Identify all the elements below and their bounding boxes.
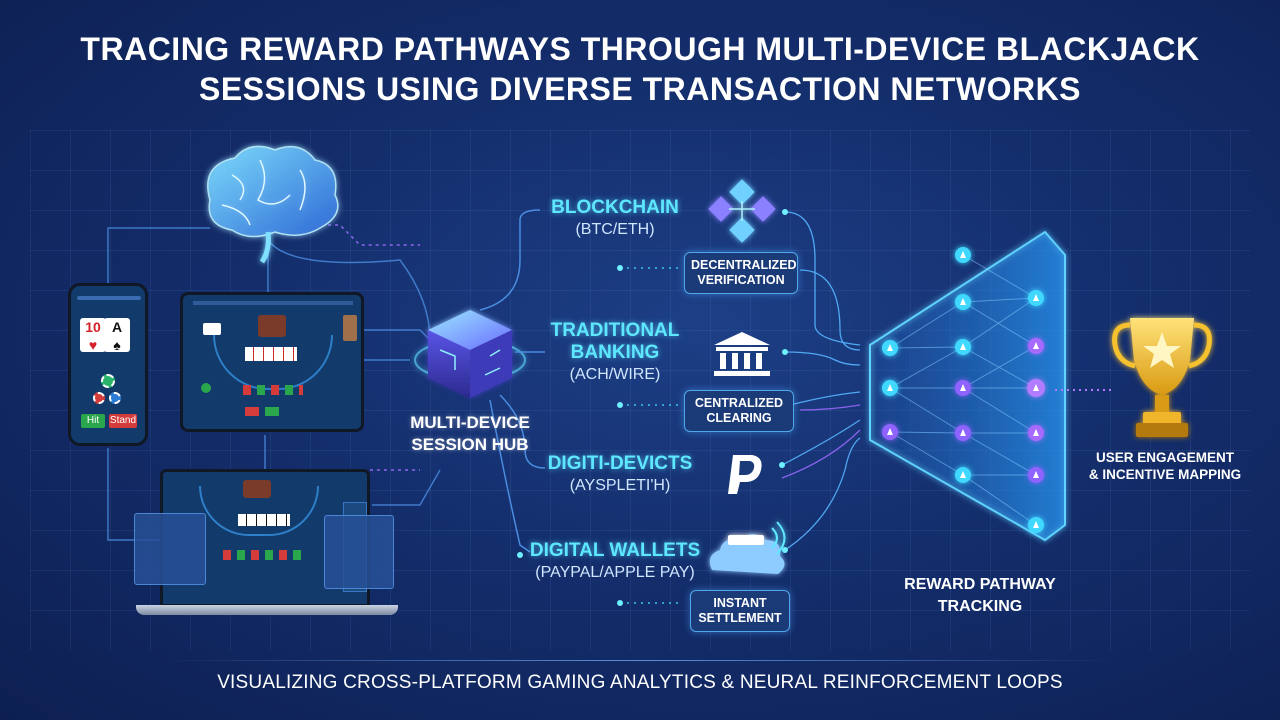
network-blockchain-name: BLOCKCHAIN — [551, 197, 679, 218]
card-ace: A♠ — [104, 318, 130, 353]
tablet-cards — [245, 347, 297, 361]
laptop-chips — [223, 550, 303, 560]
laptop-base — [136, 605, 398, 615]
tablet-toolbar — [193, 301, 353, 305]
smartphone-icon: 10♥ A♠ Hit Stand — [68, 283, 148, 446]
tablet-deck-icon — [203, 323, 221, 335]
bank-icon — [714, 332, 770, 376]
footer-divider — [160, 660, 1120, 661]
card-ten-label: 10 — [85, 319, 101, 335]
session-hub-cube-icon — [414, 310, 526, 398]
pill-decentralized-line2: VERIFICATION — [697, 273, 785, 287]
paypal-icon — [728, 455, 762, 494]
hub-label-line1: MULTI-DEVICE — [410, 413, 530, 432]
footer-caption: VISUALIZING CROSS-PLATFORM GAMING ANALYT… — [217, 672, 1063, 693]
network-banking-name2: BANKING — [570, 342, 660, 363]
network-blockchain-sub: (BTC/ETH) — [575, 221, 655, 238]
network-banking: TRADITIONAL BANKING (ACH/WIRE) — [540, 320, 690, 386]
laptop-cards — [238, 514, 290, 526]
stats-panel-right — [324, 515, 394, 589]
reward-tracking-line2: TRACKING — [937, 598, 1023, 615]
page-title-line1: TRACING REWARD PATHWAYS THROUGH MULTI-DE… — [80, 31, 1200, 67]
trophy-icon — [1112, 318, 1212, 437]
network-banking-name1: TRADITIONAL — [550, 320, 680, 341]
engagement-line1: USER ENGAGEMENT — [1095, 450, 1234, 465]
tablet-chips — [243, 385, 303, 395]
stats-panel-left — [134, 513, 206, 585]
cloud-wallet-icon — [709, 521, 786, 574]
hit-button[interactable]: Hit — [81, 414, 105, 428]
network-digiti-name: DIGITI-DEVICTS — [547, 453, 693, 474]
poker-chip-icon — [201, 383, 211, 393]
engagement-line2: & INCENTIVE MAPPING — [1088, 467, 1242, 482]
phone-status-bar — [77, 296, 141, 300]
stand-button[interactable]: Stand — [109, 414, 137, 428]
dealer-avatar — [258, 315, 286, 337]
network-digital-wallets: DIGITAL WALLETS (PAYPAL/APPLE PAY) — [525, 540, 705, 584]
poker-chip-icon — [93, 392, 105, 404]
reward-tracking-label: REWARD PATHWAY TRACKING — [880, 574, 1080, 618]
page-title-line2: SESSIONS USING DIVERSE TRANSACTION NETWO… — [198, 71, 1082, 107]
tablet-icon — [180, 292, 364, 432]
hub-label-line2: SESSION HUB — [411, 435, 529, 454]
laptop-dealer-avatar — [243, 480, 271, 498]
instant-settlement-pill: INSTANT SETTLEMENT — [690, 590, 790, 632]
hub-label: MULTI-DEVICE SESSION HUB — [395, 412, 545, 456]
network-digiti-devicts: DIGITI-DEVICTS (AYSPLETI'H) — [535, 453, 705, 497]
laptop-icon — [134, 469, 398, 617]
tablet-hit-button[interactable] — [265, 407, 279, 416]
poker-chip-icon — [101, 374, 115, 388]
player-avatar — [343, 315, 357, 341]
card-ace-label: A — [111, 319, 123, 335]
engagement-label: USER ENGAGEMENT & INCENTIVE MAPPING — [1075, 449, 1255, 483]
network-blockchain: BLOCKCHAIN (BTC/ETH) — [540, 197, 690, 241]
pill-centralized-line2: CLEARING — [706, 411, 772, 425]
pill-decentralized-line1: DECENTRALIZED — [691, 258, 797, 272]
pill-instant-line2: SETTLEMENT — [698, 611, 782, 625]
network-wallets-sub: (PAYPAL/APPLE PAY) — [535, 564, 695, 581]
pill-instant-line1: INSTANT — [713, 596, 767, 610]
reward-funnel — [869, 230, 1066, 542]
card-ten: 10♥ — [80, 318, 106, 353]
brain-icon — [207, 145, 339, 264]
pill-centralized-line1: CENTRALIZED — [694, 396, 784, 410]
poker-chip-icon — [109, 392, 121, 404]
blockchain-cubes-icon — [708, 179, 776, 243]
tablet-stand-button[interactable] — [245, 407, 259, 416]
blackjack-table — [213, 335, 333, 390]
network-wallets-name: DIGITAL WALLETS — [529, 540, 701, 561]
network-digiti-sub: (AYSPLETI'H) — [569, 477, 671, 494]
reward-tracking-line1: REWARD PATHWAY — [904, 576, 1056, 593]
decentralized-verification-pill: DECENTRALIZED VERIFICATION — [684, 252, 798, 294]
centralized-clearing-pill: CENTRALIZED CLEARING — [684, 390, 794, 432]
network-banking-sub: (ACH/WIRE) — [569, 366, 661, 383]
